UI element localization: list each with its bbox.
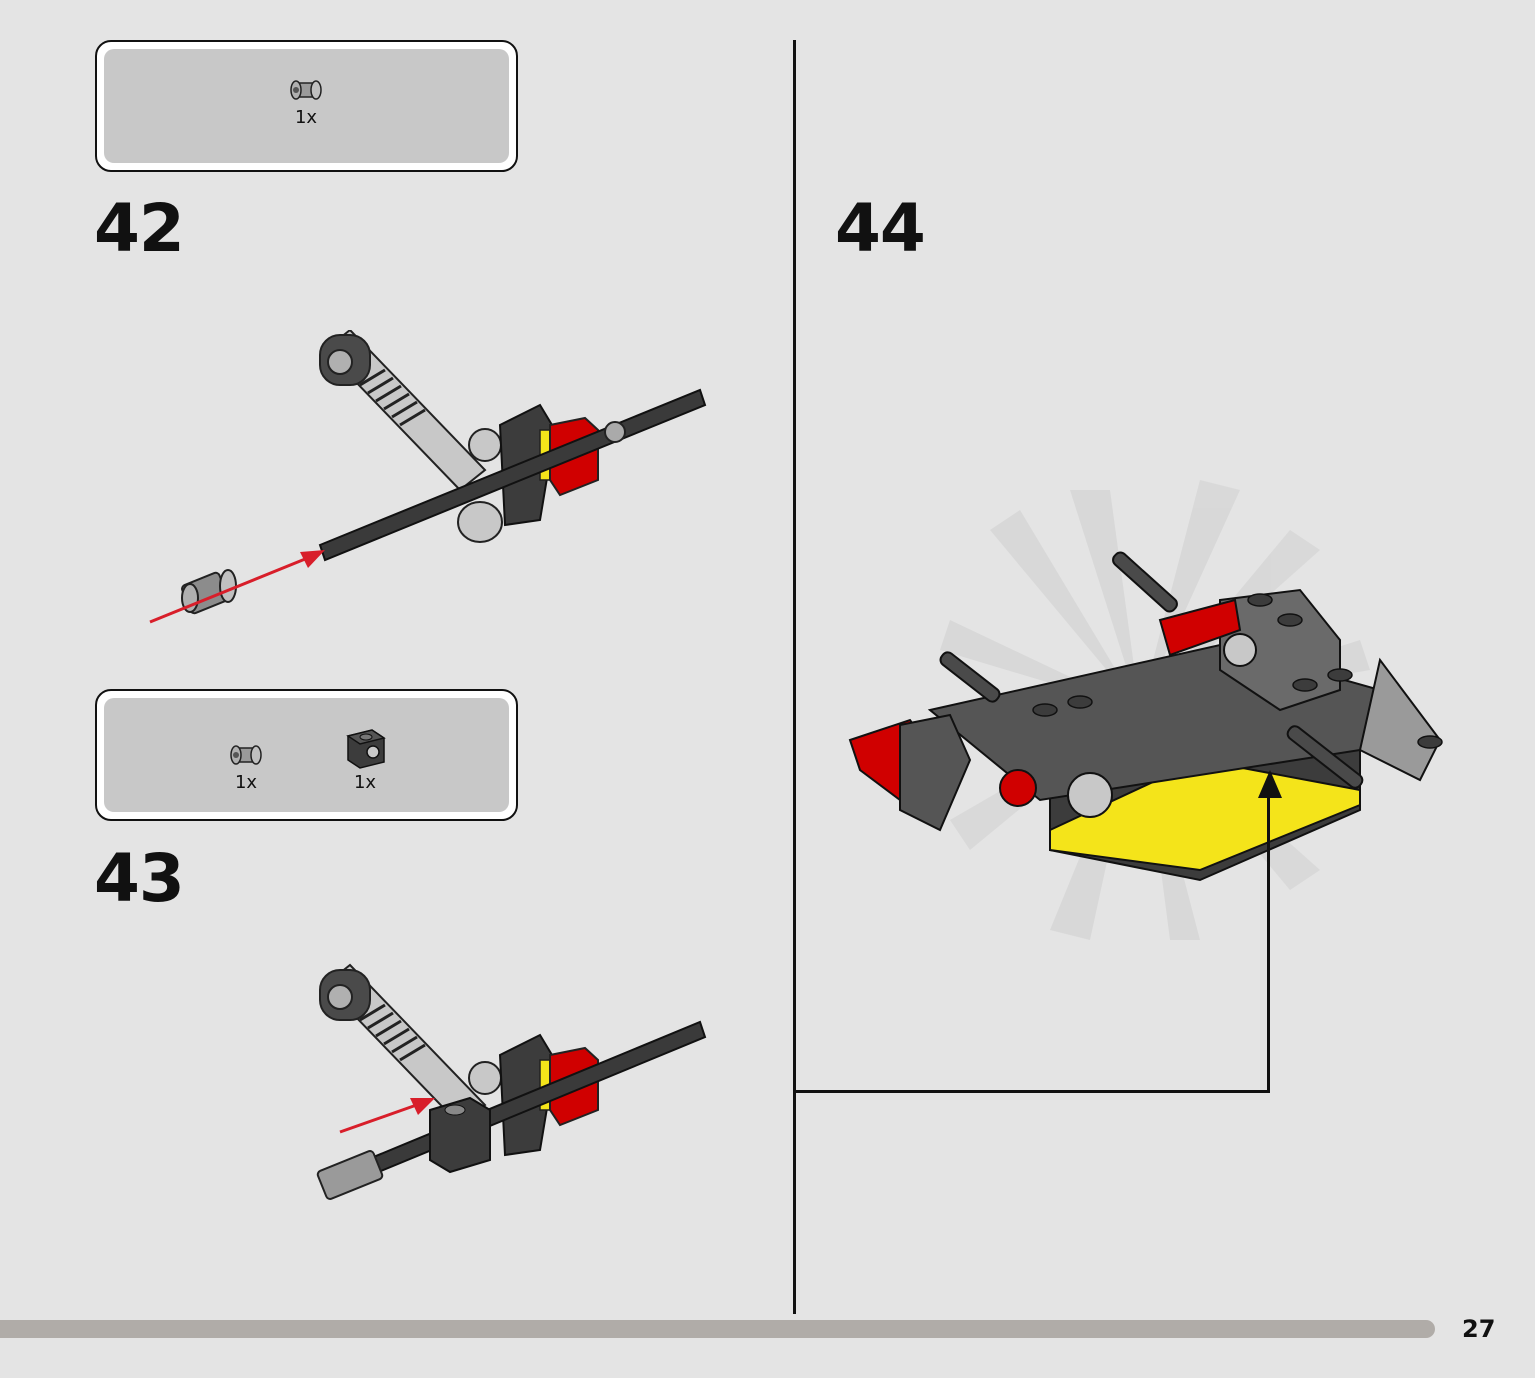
step-number-44: 44 (835, 190, 926, 267)
parts-item: 1x (286, 75, 326, 127)
page-number: 27 (1462, 1315, 1496, 1343)
step-number-42: 42 (94, 190, 185, 267)
parts-list-step-43: 1x 1x (95, 689, 518, 821)
callout-line-horizontal (793, 1090, 1270, 1093)
technic-brick (429, 1096, 491, 1174)
parts-item: 1x (226, 740, 266, 792)
parts-item: 1x (342, 722, 388, 792)
arrow-head (300, 550, 325, 568)
technic-brick-part-icon (346, 729, 386, 769)
step-42-assembly-illustration (149, 330, 707, 624)
pin-bush-to-insert (181, 569, 237, 615)
parts-list-background: 1x (104, 49, 509, 163)
pin-bush-part-icon (230, 745, 262, 765)
step-43-assembly-illustration (316, 963, 707, 1200)
shock-absorber (319, 330, 502, 492)
step-44-assembly-illustration (848, 480, 1443, 940)
part-quantity: 1x (353, 772, 377, 793)
callout-arrow-head (1258, 770, 1282, 798)
part-quantity: 1x (234, 772, 258, 793)
page-footer-bar (0, 1320, 1435, 1338)
parts-list-step-42: 1x (95, 40, 518, 172)
part-quantity: 1x (294, 107, 318, 128)
column-divider (793, 40, 796, 1314)
parts-list-background: 1x 1x (104, 698, 509, 812)
insertion-arrow (149, 553, 316, 624)
pin-bush-part-icon (290, 80, 322, 100)
step-number-43: 43 (94, 840, 185, 917)
axle (318, 388, 707, 562)
callout-line-vertical (1267, 780, 1270, 1093)
